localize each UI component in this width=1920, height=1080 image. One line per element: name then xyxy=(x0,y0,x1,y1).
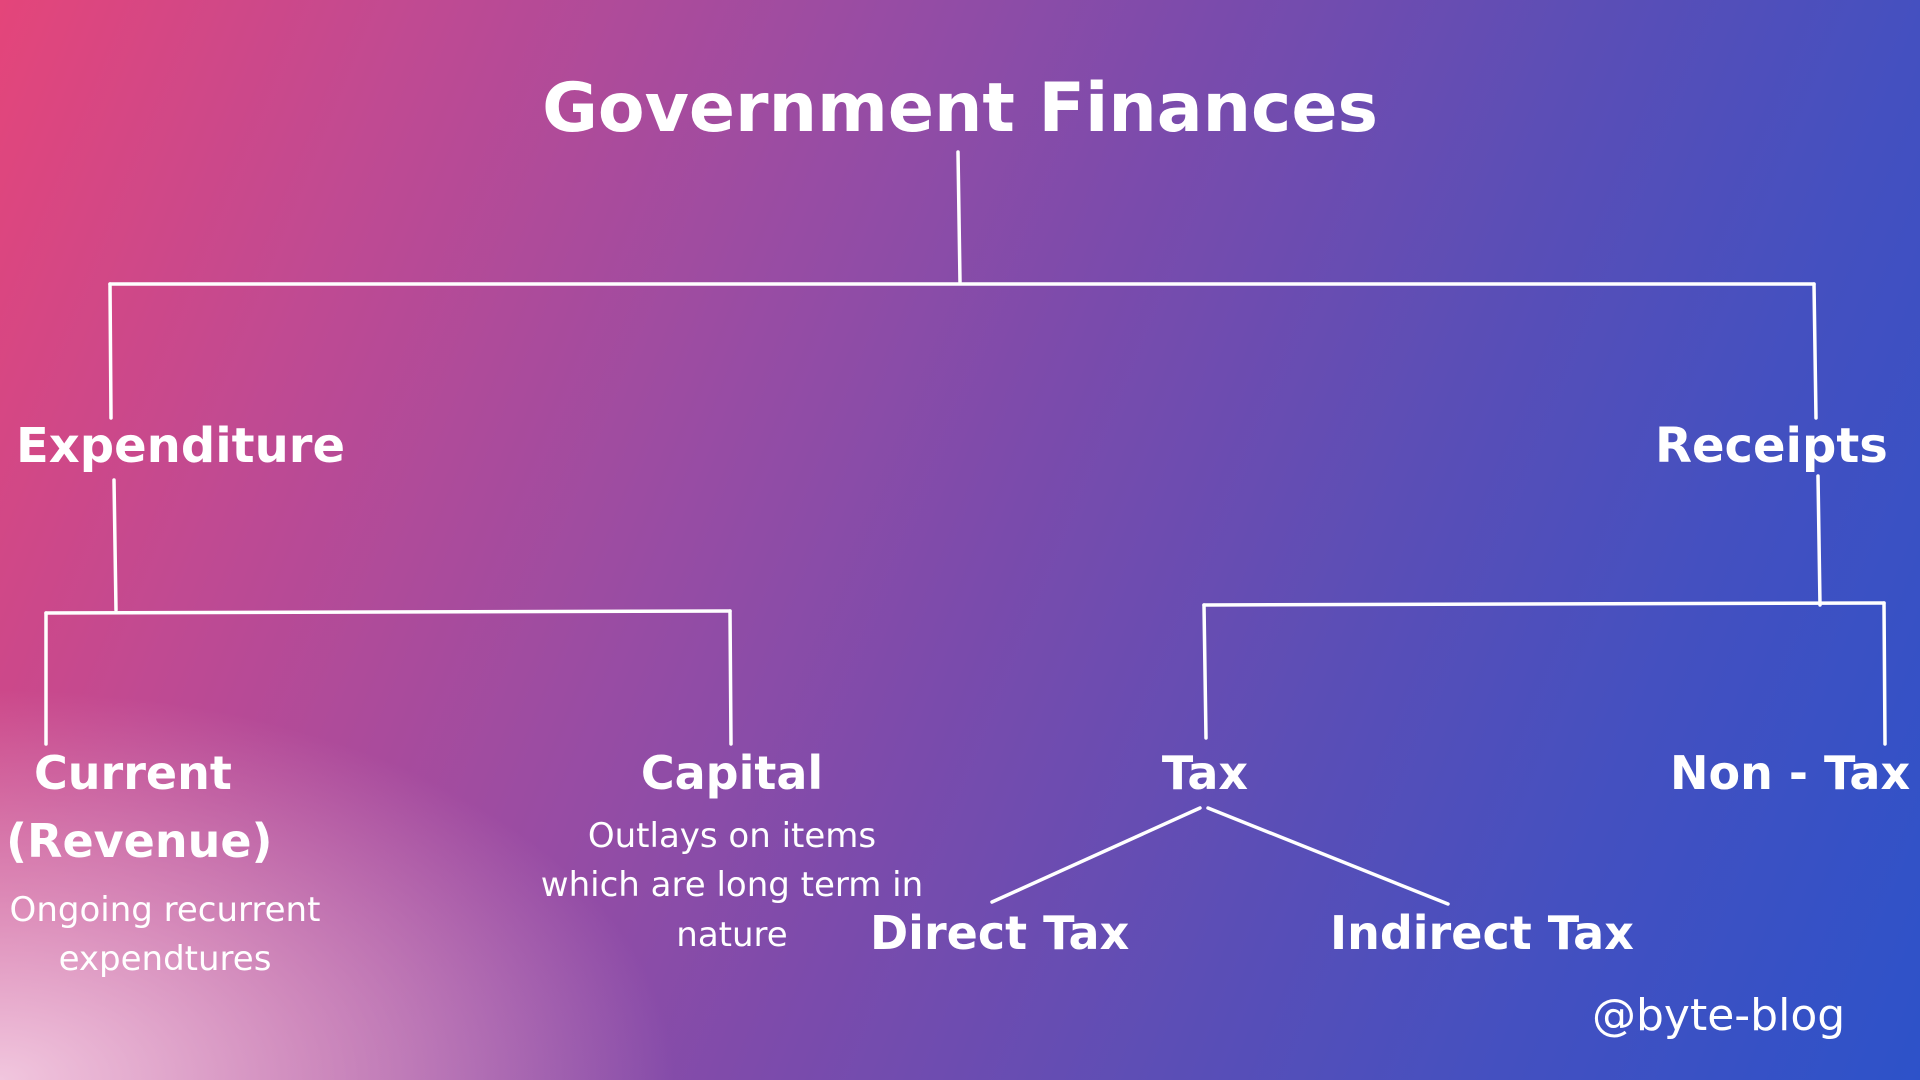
node-expenditure: Expenditure xyxy=(16,418,345,474)
node-current-description: Ongoing recurrent expendtures xyxy=(10,886,321,985)
node-capital-description: Outlays on items which are long term in … xyxy=(522,812,942,960)
connector-receipts-stem xyxy=(1816,474,1822,607)
diagram-title: Government Finances xyxy=(542,69,1378,148)
connector-receipts-bar xyxy=(1202,601,1886,607)
node-indirect-tax: Indirect Tax xyxy=(1330,906,1634,960)
node-direct-tax: Direct Tax xyxy=(870,906,1130,960)
capital-description-line1: Outlays on items xyxy=(587,816,877,856)
connector-to-expenditure xyxy=(108,282,113,420)
node-receipts: Receipts xyxy=(1655,418,1888,474)
connector-title-stem xyxy=(956,150,962,284)
current-description-line2: expendtures xyxy=(58,939,272,980)
node-current-line2: (Revenue) xyxy=(6,814,273,868)
connector-to-receipts xyxy=(1812,282,1818,420)
capital-description-line2: which are long term in xyxy=(540,865,924,906)
node-current-line1: Current xyxy=(34,746,232,800)
watermark-handle: @byte-blog xyxy=(1592,990,1846,1041)
connector-to-non-tax xyxy=(1882,601,1887,746)
node-tax: Tax xyxy=(1161,746,1249,800)
connector-expenditure-bar xyxy=(44,609,732,615)
current-description-line1: Ongoing recurrent xyxy=(9,890,321,930)
node-capital: Capital xyxy=(640,746,824,800)
connector-to-indirect-tax xyxy=(1206,806,1450,906)
connector-to-capital xyxy=(728,609,733,746)
node-non-tax: Non - Tax xyxy=(1670,746,1911,800)
capital-description-line3: nature xyxy=(676,914,788,955)
connector-expenditure-stem xyxy=(112,478,118,612)
connector-to-direct-tax xyxy=(990,806,1202,904)
connector-to-tax xyxy=(1202,603,1208,740)
